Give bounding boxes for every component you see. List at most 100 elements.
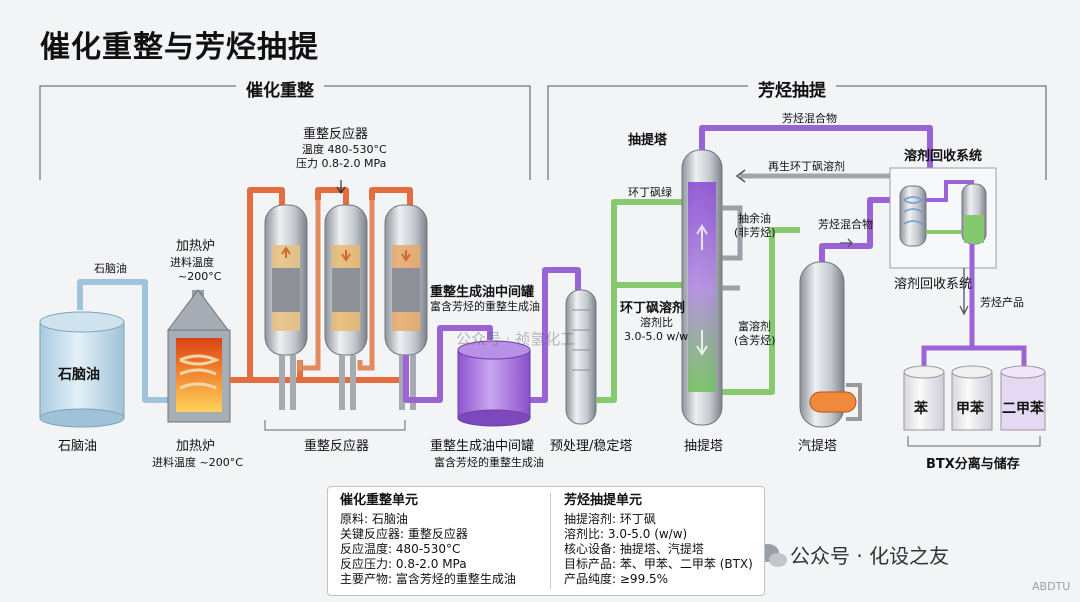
- page-title: 催化重整与芳烃抽提: [40, 30, 319, 65]
- btx-tank-xylene: 二甲苯: [1002, 401, 1044, 417]
- row-value: 0.8-2.0 MPa: [395, 557, 467, 571]
- panel-divider: [550, 493, 551, 589]
- heater-title: 加热炉: [176, 239, 216, 254]
- row-key: 抽提溶剂:: [564, 512, 617, 526]
- extractor-column: [681, 149, 743, 426]
- reactor-1: [264, 204, 308, 410]
- row-key: 溶剂比:: [564, 527, 605, 541]
- pretreat-column: [565, 289, 597, 425]
- aromatic-mix-top-label: 芳烃混合物: [782, 112, 837, 125]
- btx-bracket: [907, 436, 1041, 447]
- reactor-arrow: [336, 180, 346, 195]
- pretreat-caption: 预处理/稳定塔: [550, 439, 633, 454]
- summary-row: 原料: 石脑油: [340, 512, 516, 527]
- summary-row: 核心设备: 抽提塔、汽提塔: [564, 542, 753, 557]
- solvent-pipes: [596, 199, 800, 403]
- raffinate-sub: (非芳烃): [734, 226, 776, 239]
- btx-tank-toluene: 甲苯: [956, 401, 984, 417]
- rich-solvent-sub: (含芳烃): [734, 334, 776, 347]
- center-watermark: 公众号 · 祯氢化工: [456, 330, 576, 348]
- btx-tanks: [903, 365, 1046, 431]
- naphtha-pipe-label: 石脑油: [94, 262, 127, 275]
- watermark: 公众号 · 化设之友: [790, 544, 950, 568]
- reactor-caption: 重整反应器: [304, 439, 370, 454]
- summary-reforming-header: 催化重整单元: [340, 493, 419, 508]
- naphtha-tank: [39, 311, 125, 428]
- summary-row: 溶剂比: 3.0-5.0 (w/w): [564, 527, 753, 542]
- row-value: 抽提塔、汽提塔: [619, 542, 704, 556]
- corner-watermark: ABDTU: [1032, 580, 1071, 593]
- row-value: 重整反应器: [407, 527, 468, 541]
- reactor-3: [384, 204, 428, 410]
- aromatic-mix-mid-label: 芳烃混合物: [818, 218, 873, 231]
- row-value: 3.0-5.0 (w/w): [607, 527, 688, 541]
- row-key: 产品纯度:: [564, 572, 617, 586]
- row-key: 原料:: [340, 512, 369, 526]
- reactor-2: [324, 204, 368, 410]
- naphtha-tank-label: 石脑油: [58, 367, 100, 383]
- heater: [167, 289, 231, 423]
- naphtha-caption: 石脑油: [58, 439, 98, 454]
- reformate-pipe: [403, 267, 581, 403]
- summary-extraction: 芳烃抽提单元 抽提溶剂: 环丁砜 溶剂比: 3.0-5.0 (w/w) 核心设备…: [564, 493, 753, 587]
- row-value: ≥99.5%: [619, 572, 669, 586]
- heater-caption: 加热炉: [176, 439, 216, 454]
- row-key: 目标产品:: [564, 557, 617, 571]
- summary-extraction-header: 芳烃抽提单元: [564, 493, 643, 508]
- row-key: 关键反应器:: [340, 527, 405, 541]
- row-value: 石脑油: [371, 512, 408, 526]
- row-key: 主要产物:: [340, 572, 393, 586]
- reactors: [264, 180, 428, 410]
- sulfolane-ratio-value: 3.0-5.0 w/w: [624, 330, 689, 343]
- row-value: 苯、甲苯、二甲苯 (BTX): [619, 557, 753, 571]
- section-reforming: 催化重整: [236, 76, 324, 101]
- recovery-title: 溶剂回收系统: [904, 149, 983, 164]
- btx-tank-benzene: 苯: [914, 401, 928, 417]
- summary-row: 反应温度: 480-530°C: [340, 542, 516, 557]
- raffinate-label: 抽余油: [738, 212, 771, 225]
- heater-caption-sub: 进料温度 ~200°C: [152, 456, 243, 469]
- summary-row: 抽提溶剂: 环丁砜: [564, 512, 753, 527]
- btx-caption: BTX分离与储存: [926, 457, 1020, 472]
- intermediate-sub: 富含芳烃的重整生成油: [430, 300, 540, 313]
- row-key: 反应压力:: [340, 557, 393, 571]
- extractor-title: 抽提塔: [628, 133, 668, 148]
- reactor-title: 重整反应器: [303, 127, 369, 142]
- aromatic-product-label: 芳烃产品: [980, 296, 1024, 309]
- extractor-caption: 抽提塔: [684, 439, 724, 454]
- recovery-system: [889, 167, 997, 316]
- heater-temp-label: 进料温度: [170, 256, 214, 269]
- sulfolane-ratio-label: 溶剂比: [640, 316, 673, 329]
- summary-reforming: 催化重整单元 原料: 石脑油 关键反应器: 重整反应器 反应温度: 480-53…: [340, 493, 516, 587]
- summary-panel: 催化重整单元 原料: 石脑油 关键反应器: 重整反应器 反应温度: 480-53…: [327, 486, 765, 596]
- summary-row: 关键反应器: 重整反应器: [340, 527, 516, 542]
- heater-temp-value: ~200°C: [178, 270, 222, 283]
- reactor-bracket: [264, 420, 406, 431]
- top-pipes: [699, 125, 933, 262]
- reactor-temp: 温度 480-530°C: [302, 143, 387, 156]
- intermediate-caption: 重整生成油中间罐: [430, 439, 535, 454]
- section-extraction: 芳烃抽提: [748, 76, 836, 101]
- reactor-pressure: 压力 0.8-2.0 MPa: [296, 157, 387, 170]
- btx-pipes: [921, 244, 1027, 366]
- row-value: 环丁砜: [619, 512, 656, 526]
- regen-arrow: [735, 169, 746, 183]
- summary-row: 主要产物: 富含芳烃的重整生成油: [340, 572, 516, 587]
- recovery-caption: 溶剂回收系统: [894, 277, 973, 292]
- row-key: 反应温度:: [340, 542, 393, 556]
- stripper-caption: 汽提塔: [798, 439, 838, 454]
- intermediate-tank: [457, 340, 531, 427]
- summary-row: 目标产品: 苯、甲苯、二甲苯 (BTX): [564, 557, 753, 572]
- rich-solvent-label: 富溶剂: [738, 320, 771, 333]
- mix-arrow: [840, 238, 853, 248]
- row-key: 核心设备:: [564, 542, 617, 556]
- sulfolane-pipe-label: 环丁砜绿: [628, 186, 672, 199]
- row-value: 480-530°C: [395, 542, 461, 556]
- sulfolane-title: 环丁砜溶剂: [620, 301, 686, 316]
- naphtha-pipe: [77, 279, 175, 403]
- intermediate-caption-sub: 富含芳烃的重整生成油: [434, 456, 544, 469]
- summary-row: 反应压力: 0.8-2.0 MPa: [340, 557, 516, 572]
- summary-row: 产品纯度: ≥99.5%: [564, 572, 753, 587]
